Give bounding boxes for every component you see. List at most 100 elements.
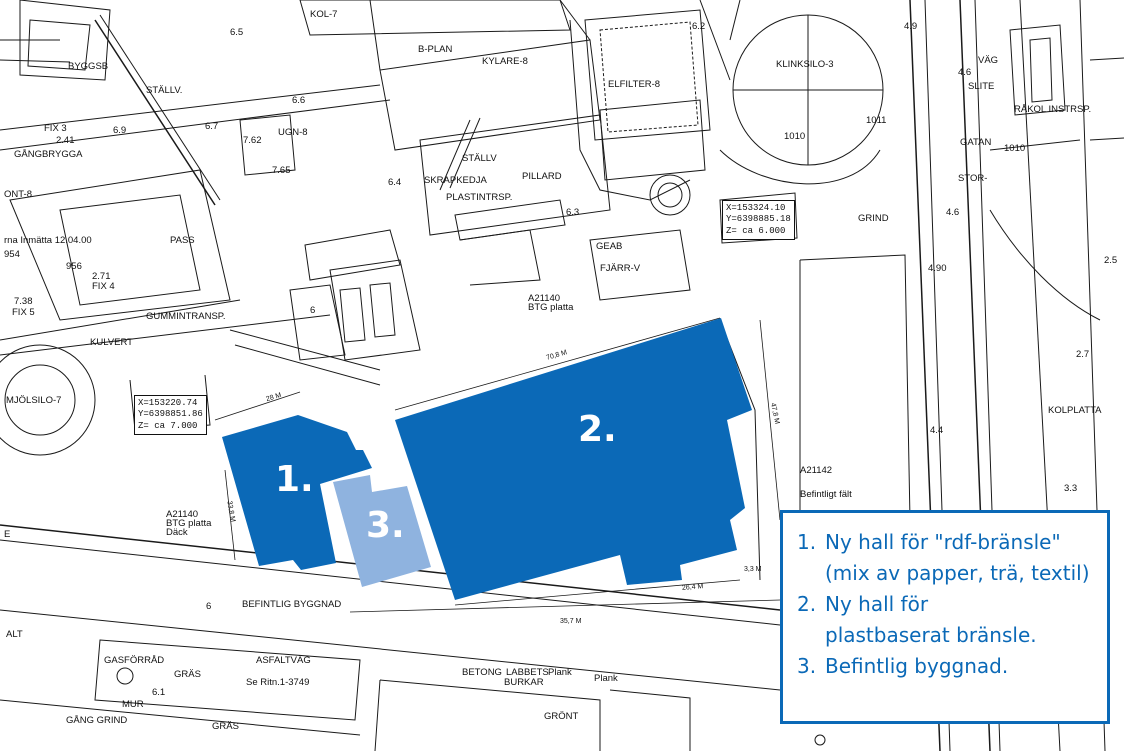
map-label-kulvert: KULVERT: [90, 337, 133, 348]
dimension-3-3: 3,3 M: [744, 566, 762, 573]
map-label-2-41: 2.41: [56, 135, 75, 146]
area-1-label: 1.: [275, 459, 314, 500]
map-label-fix5: FIX 5: [12, 307, 35, 318]
map-label-vag: VÄG: [978, 55, 999, 66]
map-label-ugn: UGN-8: [278, 127, 308, 138]
map-label-gangbrygga: GÅNGBRYGGA: [14, 149, 83, 160]
map-label-kylare: KYLARE-8: [482, 56, 528, 67]
legend-text: Ny hall för "rdf-bränsle" (mix av papper…: [825, 530, 1090, 585]
coordinate-z: Z= ca 6.000: [726, 225, 786, 236]
map-label-gummi: GUMMINTRANSP.: [146, 311, 226, 322]
legend-item-1: 1. Ny hall för "rdf-bränsle" (mix av pap…: [797, 527, 1097, 589]
map-label-alt: ALT: [6, 629, 23, 640]
map-label-kolplatta: KOLPLATTA: [1048, 405, 1102, 416]
map-label-6-1: 6.1: [152, 687, 166, 698]
map-label-befintligt-falt: Befintligt fält: [800, 489, 852, 500]
map-label-6-3: 6.3: [566, 207, 580, 218]
coordinate-box-1: X=153324.10 Y=6398885.18 Z= ca 6.000: [722, 200, 795, 240]
map-label-1010: 1010: [784, 131, 806, 142]
map-label-6-6: 6.6: [292, 95, 306, 106]
map-label-7-65: 7.65: [272, 165, 291, 176]
map-label-asfaltvag: ASFALTVÄG: [256, 655, 311, 666]
area-3-building: [333, 475, 431, 587]
map-label-fix3: FIX 3: [44, 123, 67, 134]
map-label-mur: MUR: [122, 699, 144, 710]
map-label-kol7: KOL-7: [310, 9, 338, 20]
map-label-6-9: 6.9: [113, 125, 127, 136]
legend-number: 3.: [797, 654, 817, 678]
map-label-betong: BETONG: [462, 667, 502, 678]
area-1-building: [222, 415, 372, 570]
map-label-6-5: 6.5: [230, 27, 244, 38]
map-label-btg1: BTG platta: [528, 302, 574, 313]
map-label-fjarr: FJÄRR-V: [600, 263, 641, 274]
map-legend: 1. Ny hall för "rdf-bränsle" (mix av pap…: [780, 510, 1110, 724]
map-label-rakol: RÅKOL INSTRSP.: [1014, 104, 1092, 115]
area-3-label: 3.: [366, 505, 405, 546]
map-label-stor: STOR-: [958, 173, 988, 184]
map-label-ont8: ONT-8: [4, 189, 32, 200]
legend-text: Befintlig byggnad.: [825, 654, 1009, 678]
map-label-2-71: 2.71: [92, 271, 111, 282]
map-label-gangrind: GÅNG GRIND: [66, 715, 128, 726]
map-label-a21142: A21142: [800, 465, 833, 476]
legend-item-3: 3. Befintlig byggnad.: [797, 651, 1097, 682]
map-label-956: 956: [66, 261, 82, 272]
map-label-skrapkedja: SKRAPKEDJA: [424, 175, 487, 186]
map-label-slite: SLITE: [968, 81, 995, 92]
map-label-1011: 1011: [866, 115, 887, 126]
legend-number: 2.: [797, 592, 817, 616]
map-label-gasforrad: GASFÖRRÅD: [104, 655, 165, 666]
map-label-6-4: 6.4: [388, 177, 402, 188]
map-label-6a: 6: [310, 305, 316, 316]
map-label-7-62: 7.62: [243, 135, 262, 146]
coordinate-y: Y=6398851.86: [138, 409, 203, 420]
map-label-grind: GRIND: [858, 213, 889, 224]
legend-text: Ny hall för plastbaserat bränsle.: [825, 592, 1037, 647]
map-label-byggsb: BYGGSB: [68, 61, 109, 72]
coordinate-box-2: X=153220.74 Y=6398851.86 Z= ca 7.000: [134, 395, 207, 435]
area-2-building: [395, 318, 752, 600]
map-label-labbets: LABBETS: [506, 667, 549, 678]
map-label-plastintrsp: PLASTINTRSP.: [446, 192, 513, 203]
map-label-6-7: 6.7: [205, 121, 219, 132]
coordinate-x: X=153220.74: [138, 398, 198, 408]
map-label-3-3: 3.3: [1064, 483, 1078, 494]
map-label-plank2: Plank: [594, 673, 618, 684]
map-label-btg2: BTG platta: [166, 518, 212, 529]
map-label-gatan: GATAN: [960, 137, 992, 148]
map-label-954: 954: [4, 249, 20, 260]
map-label-e: E: [4, 529, 11, 540]
map-label-stallv1: STÄLLV.: [146, 85, 183, 96]
map-label-6-2: 6.2: [692, 21, 706, 32]
map-label-gront: GRÖNT: [544, 711, 579, 722]
coordinate-y: Y=6398885.18: [726, 214, 791, 225]
map-label-a21140a: A21140: [528, 293, 561, 304]
map-label-pass: PASS: [170, 235, 195, 246]
map-label-b-plan: B-PLAN: [418, 44, 453, 55]
dimension-35-7: 35,7 M: [560, 618, 582, 625]
map-label-4-6a: 4.6: [958, 67, 972, 78]
map-label-4-9: 4.9: [904, 21, 918, 32]
map-label-a21140b: A21140: [166, 509, 199, 520]
map-label-gras2: GRÄS: [212, 721, 239, 732]
map-label-6b: 6: [206, 601, 212, 612]
map-label-2-5: 2.5: [1104, 255, 1118, 266]
map-label-dack: Däck: [166, 527, 188, 538]
map-label-stallv2: STÄLLV: [462, 153, 497, 164]
map-label-4-90: 4.90: [928, 263, 947, 274]
legend-item-2: 2. Ny hall för plastbaserat bränsle.: [797, 589, 1097, 651]
coordinate-z: Z= ca 7.000: [138, 420, 198, 431]
map-label-inmatta: rna Inmätta 12.04.00: [4, 235, 92, 246]
area-2-label: 2.: [578, 409, 617, 450]
map-label-mjolsilo: MJÖLSILO-7: [6, 395, 62, 406]
map-label-geab: GEAB: [596, 241, 623, 252]
map-label-pillard: PILLARD: [522, 171, 562, 182]
map-label-7-38: 7.38: [14, 296, 33, 307]
map-label-1010b: 1010: [1004, 143, 1026, 154]
map-label-seritn: Se Ritn.1-3749: [246, 677, 310, 688]
legend-number: 1.: [797, 530, 817, 554]
map-label-befbygg: BEFINTLIG BYGGNAD: [242, 599, 342, 610]
map-label-4-6b: 4.6: [946, 207, 960, 218]
